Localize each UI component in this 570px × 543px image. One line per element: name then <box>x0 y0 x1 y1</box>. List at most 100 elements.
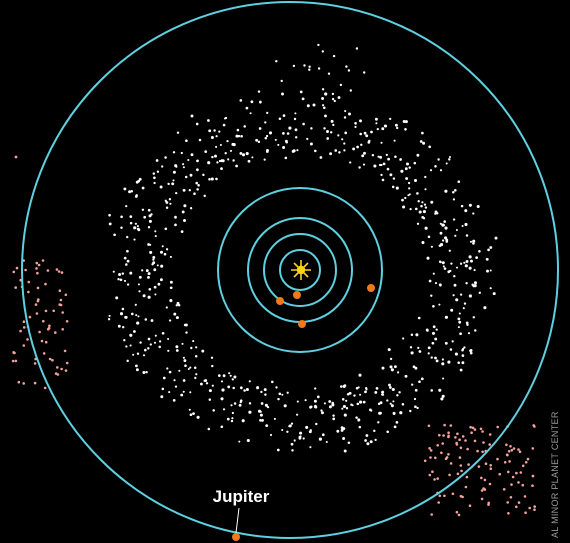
asteroid-dot <box>259 413 263 417</box>
asteroid-dot <box>408 166 411 169</box>
asteroid-dot <box>328 405 332 409</box>
asteroid-dot <box>381 366 385 370</box>
asteroid-dot <box>414 388 418 392</box>
asteroid-dot <box>192 412 195 415</box>
asteroid-dot <box>175 191 178 195</box>
asteroid-dot <box>296 400 299 403</box>
trojan-asteroid-dot <box>436 477 440 480</box>
asteroid-dot <box>299 431 303 435</box>
asteroid-dot <box>184 364 187 367</box>
asteroid-dot <box>459 368 463 372</box>
asteroid-dot <box>162 376 166 380</box>
asteroid-dot <box>441 358 445 361</box>
asteroid-dot <box>329 152 333 156</box>
asteroid-dot <box>492 292 496 296</box>
asteroid-dot <box>430 200 434 204</box>
asteroid-dot <box>215 177 218 181</box>
asteroid-dot <box>135 314 138 317</box>
asteroid-dot <box>337 134 340 137</box>
asteroid-dot <box>180 230 184 233</box>
asteroid-dot <box>439 260 442 264</box>
trojan-asteroid-dot <box>517 501 521 504</box>
asteroid-dot <box>168 370 172 374</box>
asteroid-dot <box>459 262 463 265</box>
asteroid-dot <box>324 114 327 118</box>
asteroid-dot <box>438 388 442 392</box>
asteroid-dot <box>453 274 456 278</box>
asteroid-dot <box>215 145 218 148</box>
asteroid-dot <box>166 367 169 370</box>
trojan-asteroid-dot <box>510 448 514 452</box>
asteroid-dot <box>435 359 439 363</box>
asteroid-dot <box>264 393 267 396</box>
asteroid-dot <box>144 318 148 321</box>
trojan-asteroid-dot <box>448 473 451 477</box>
asteroid-dot <box>305 425 309 429</box>
asteroid-dot <box>219 143 222 147</box>
asteroid-dot <box>394 365 397 369</box>
asteroid-dot <box>108 314 111 317</box>
asteroid-dot <box>148 287 152 291</box>
asteroid-dot <box>245 106 249 110</box>
asteroid-dot <box>452 190 455 194</box>
asteroid-dot <box>333 99 336 103</box>
asteroid-dot <box>327 72 331 75</box>
asteroid-dot <box>233 375 237 379</box>
asteroid-dot <box>404 128 407 131</box>
asteroid-dot <box>108 222 112 226</box>
asteroid-dot <box>165 201 169 204</box>
asteroid-dot <box>195 373 198 376</box>
asteroid-dot <box>266 148 269 152</box>
asteroid-dot <box>172 151 176 154</box>
asteroid-dot <box>167 182 170 186</box>
asteroid-dot <box>472 239 476 243</box>
asteroid-dot <box>221 159 225 163</box>
asteroid-dot <box>395 421 399 424</box>
asteroid-dot <box>377 421 380 424</box>
trojan-asteroid-dot <box>511 475 515 479</box>
asteroid-dot <box>457 317 461 321</box>
asteroid-dot <box>357 419 360 422</box>
asteroid-dot <box>259 410 262 413</box>
asteroid-dot <box>472 316 476 319</box>
trojan-asteroid-dot <box>35 267 38 270</box>
asteroid-dot <box>135 364 138 368</box>
trojan-asteroid-dot <box>38 330 41 334</box>
asteroid-dot <box>147 226 151 229</box>
asteroid-dot <box>474 329 477 332</box>
asteroid-dot <box>450 308 454 312</box>
trojan-asteroid-dot <box>454 436 457 439</box>
asteroid-dot <box>463 261 466 264</box>
asteroid-dot <box>494 236 498 240</box>
asteroid-dot <box>182 166 185 169</box>
asteroid-dot <box>354 121 357 125</box>
asteroid-dot <box>220 167 223 171</box>
asteroid-dot <box>309 446 312 449</box>
asteroid-dot <box>255 138 259 142</box>
asteroid-dot <box>309 405 312 409</box>
asteroid-dot <box>115 296 119 300</box>
venus-orbit <box>263 233 337 307</box>
asteroid-dot <box>182 188 186 192</box>
asteroid-dot <box>165 206 169 210</box>
asteroid-dot <box>180 393 184 397</box>
asteroid-dot <box>458 320 462 324</box>
asteroid-dot <box>430 245 433 248</box>
asteroid-dot <box>430 356 433 359</box>
asteroid-dot <box>124 263 128 266</box>
asteroid-dot <box>309 142 313 146</box>
asteroid-dot <box>441 394 445 398</box>
asteroid-dot <box>399 411 403 415</box>
asteroid-dot <box>213 129 216 132</box>
asteroid-dot <box>187 158 190 162</box>
asteroid-dot <box>227 158 230 161</box>
asteroid-dot <box>240 134 243 138</box>
asteroid-dot <box>413 178 418 183</box>
asteroid-dot <box>198 138 202 142</box>
asteroid-dot <box>150 319 154 322</box>
asteroid-dot <box>421 241 425 245</box>
trojan-asteroid-dot <box>44 309 48 313</box>
asteroid-dot <box>308 430 312 434</box>
asteroid-dot <box>316 395 320 399</box>
asteroid-dot <box>359 132 363 136</box>
